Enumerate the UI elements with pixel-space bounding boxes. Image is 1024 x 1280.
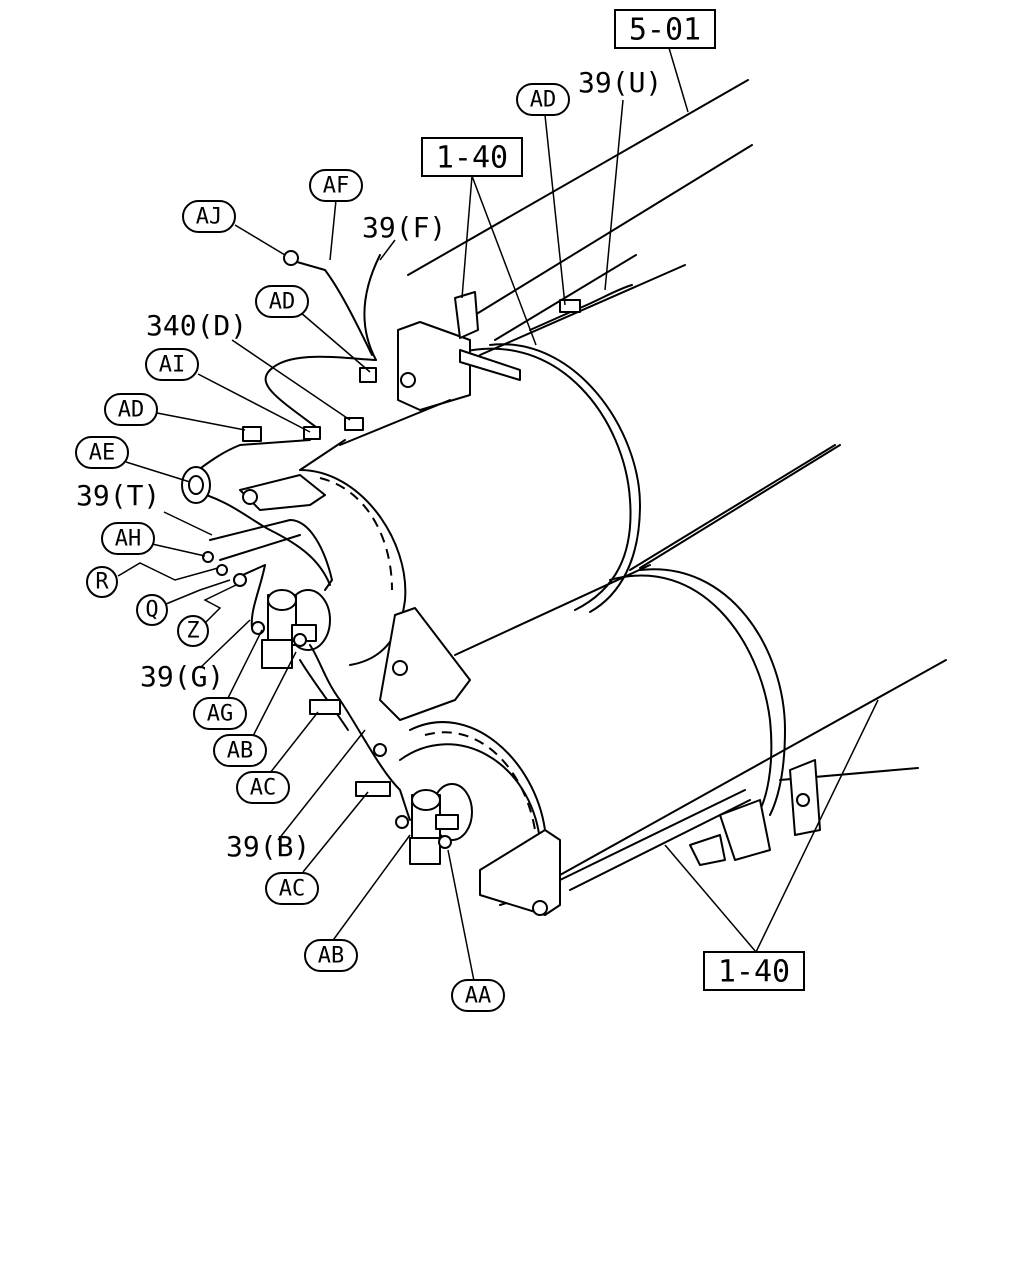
callout-AF: AF — [309, 169, 363, 202]
callout-AI: AI — [145, 348, 199, 381]
ref-1-40-top-text: 1-40 — [436, 141, 508, 176]
svg-text:AD: AD — [118, 398, 145, 423]
callout-AB-lower: AB — [304, 939, 358, 972]
ref-1-40-bottom-text: 1-40 — [718, 955, 790, 990]
callout-R: R — [86, 566, 118, 598]
callout-Q: Q — [136, 594, 168, 626]
svg-text:AA: AA — [465, 984, 492, 1009]
svg-text:AJ: AJ — [196, 205, 223, 230]
svg-text:AD: AD — [269, 290, 296, 315]
valve-lower — [409, 783, 473, 865]
svg-text:AG: AG — [207, 702, 234, 727]
label-340D: 340(D) — [146, 309, 247, 342]
svg-text:R: R — [95, 570, 109, 595]
svg-text:AC: AC — [250, 776, 277, 801]
callout-AE: AE — [75, 436, 129, 469]
callout-Z: Z — [177, 615, 209, 647]
callout-AJ: AJ — [182, 200, 236, 233]
ref-box-5-01: 5-01 — [614, 9, 716, 49]
svg-text:AB: AB — [227, 739, 254, 764]
label-39F: 39(F) — [362, 211, 446, 244]
label-39T: 39(T) — [76, 479, 160, 512]
callout-AH: AH — [101, 522, 155, 555]
svg-text:Z: Z — [186, 619, 199, 644]
label-39B: 39(B) — [226, 830, 310, 863]
callout-AD-top: AD — [516, 83, 570, 116]
callout-AG: AG — [193, 697, 247, 730]
callout-AD-mid: AD — [255, 285, 309, 318]
ref-box-1-40-top: 1-40 — [421, 137, 523, 177]
label-39G: 39(G) — [140, 660, 224, 693]
upper-tank — [299, 79, 836, 666]
ref-box-1-40-bottom: 1-40 — [703, 951, 805, 991]
svg-text:AH: AH — [115, 527, 142, 552]
svg-text:AB: AB — [318, 944, 345, 969]
label-39U: 39(U) — [578, 66, 662, 99]
air-pipes — [181, 250, 751, 891]
svg-text:AF: AF — [323, 174, 350, 199]
svg-text:AE: AE — [89, 441, 116, 466]
svg-text:AI: AI — [159, 353, 186, 378]
lower-tank — [399, 444, 947, 906]
valve-upper — [261, 589, 331, 669]
svg-text:Q: Q — [145, 598, 158, 623]
callout-AB-upper: AB — [213, 734, 267, 767]
ref-5-01-text: 5-01 — [629, 13, 701, 48]
svg-text:AD: AD — [530, 88, 557, 113]
callout-AC-upper: AC — [236, 771, 290, 804]
leader-lines — [117, 47, 879, 982]
mounting-brackets — [239, 291, 821, 916]
callout-AC-lower: AC — [265, 872, 319, 905]
svg-text:AC: AC — [279, 877, 306, 902]
callout-AD-left: AD — [104, 393, 158, 426]
callout-AA: AA — [451, 979, 505, 1012]
